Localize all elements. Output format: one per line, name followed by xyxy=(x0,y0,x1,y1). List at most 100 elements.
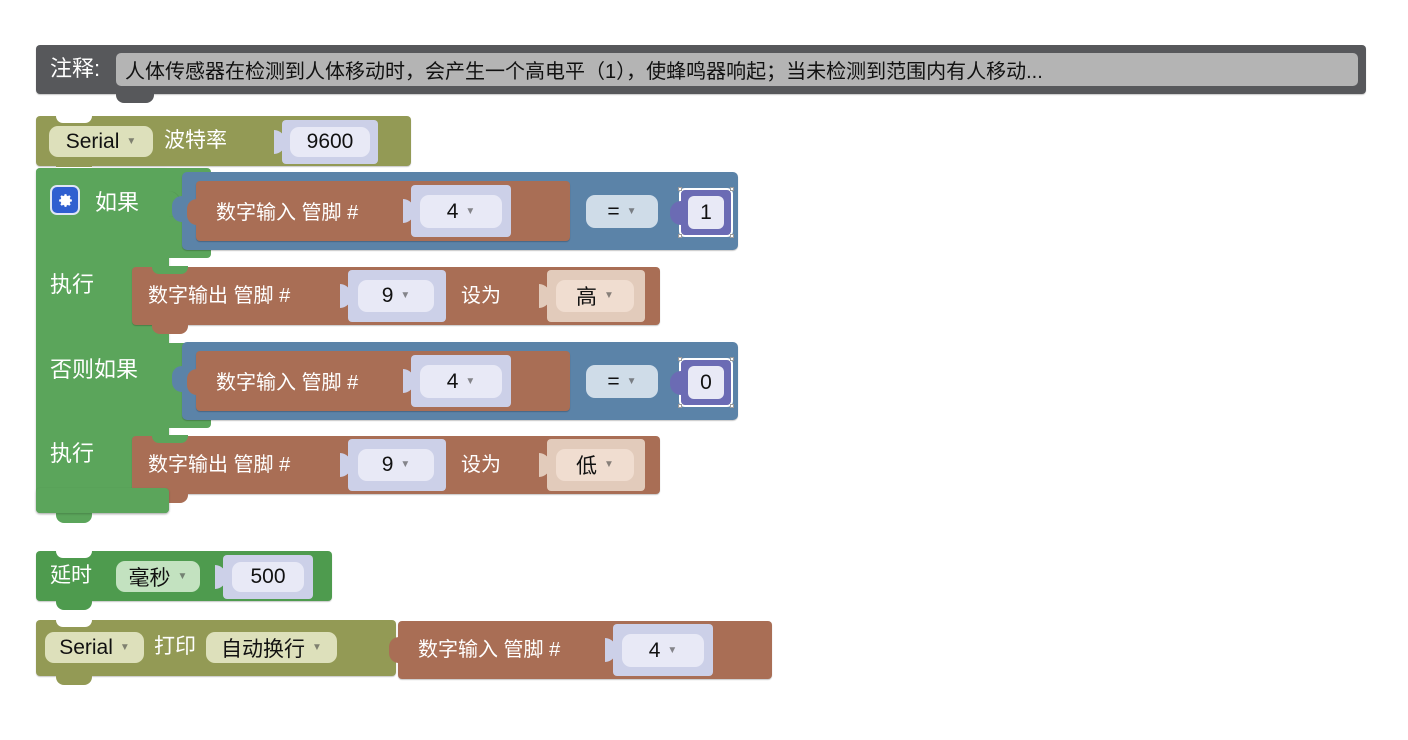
chevron-down-icon: ▼ xyxy=(465,205,476,217)
if-block-foot xyxy=(36,488,169,513)
digital-read-3-pin-plug xyxy=(605,638,616,662)
selection-handle xyxy=(678,357,682,361)
delay-top-notch xyxy=(56,550,92,558)
chevron-down-icon: ▼ xyxy=(400,459,411,470)
digital-write-2-top-notch xyxy=(152,435,188,443)
digital-write-block-1[interactable]: 数字输出 管脚 # 9 ▼ 设为 高 ▼ xyxy=(132,266,660,334)
digital-read-block-3[interactable]: 数字输入 管脚 # 4 ▼ xyxy=(389,621,772,679)
if-block-bottom-notch xyxy=(56,513,92,523)
digital-read-1-pin-value: 4 xyxy=(446,199,459,223)
baud-value-field[interactable]: 9600 xyxy=(290,127,370,157)
number-1-output-plug xyxy=(670,201,682,225)
digital-write-1-label: 数字输出 管脚 # xyxy=(148,285,291,307)
digital-read-1-label: 数字输入 管脚 # xyxy=(216,202,359,224)
selection-handle xyxy=(730,357,734,361)
digital-read-3-pin-dropdown[interactable]: 4 ▼ xyxy=(622,634,704,667)
elseif-label: 否则如果 xyxy=(50,357,139,382)
comment-text-field[interactable]: 人体传感器在检测到人体移动时，会产生一个高电平（1），使蜂鸣器响起；当未检测到范… xyxy=(116,53,1358,86)
digital-write-1-state-dropdown[interactable]: 高 ▼ xyxy=(556,280,634,312)
digital-write-2-pin-dropdown[interactable]: 9 ▼ xyxy=(358,449,434,481)
digital-write-block-2[interactable]: 数字输出 管脚 # 9 ▼ 设为 低 ▼ xyxy=(132,435,660,503)
digital-write-1-bottom-notch xyxy=(152,325,188,334)
gear-icon[interactable] xyxy=(50,185,80,215)
selection-handle xyxy=(730,234,734,238)
chevron-down-icon: ▼ xyxy=(604,290,614,301)
digital-read-block-1[interactable]: 数字输入 管脚 # 4 ▼ xyxy=(187,181,570,241)
serial-print-top-notch xyxy=(56,619,92,627)
comment-label: 注释: xyxy=(50,56,101,81)
digital-read-3-output-plug xyxy=(389,637,399,663)
number-2-value-field[interactable]: 0 xyxy=(688,366,724,399)
do-label-2: 执行 xyxy=(50,441,95,466)
delay-unit-value: 毫秒 xyxy=(128,566,171,590)
comment-block[interactable]: 注释: 人体传感器在检测到人体移动时，会产生一个高电平（1），使蜂鸣器响起；当未… xyxy=(36,45,1366,103)
serial-port-dropdown[interactable]: Serial ▼ xyxy=(49,126,153,157)
selection-handle xyxy=(678,187,682,191)
comparison-block-2[interactable]: 数字输入 管脚 # 4 ▼ = ▼ 0 xyxy=(172,342,738,420)
comparison-2-operator-dropdown[interactable]: = ▼ xyxy=(586,365,658,398)
digital-write-2-label: 数字输出 管脚 # xyxy=(148,454,291,476)
chevron-down-icon: ▼ xyxy=(400,290,411,301)
comparison-1-operator-dropdown[interactable]: = ▼ xyxy=(586,195,658,228)
number-block-2[interactable]: 0 xyxy=(670,357,734,408)
selection-handle xyxy=(678,404,682,408)
delay-value-field[interactable]: 500 xyxy=(232,562,304,592)
digital-read-2-pin-plug xyxy=(403,369,414,393)
if-label: 如果 xyxy=(95,190,140,215)
number-1-value-field[interactable]: 1 xyxy=(688,196,724,229)
serial-begin-block[interactable]: Serial ▼ 波特率 9600 xyxy=(36,115,411,175)
delay-bottom-notch xyxy=(56,601,92,610)
digital-write-2-state-value: 低 xyxy=(576,455,598,478)
serial-print-block[interactable]: Serial ▼ 打印 自动换行 ▼ xyxy=(36,619,396,685)
delay-block[interactable]: 延时 毫秒 ▼ 500 xyxy=(36,550,332,610)
digital-read-1-pin-dropdown[interactable]: 4 ▼ xyxy=(420,195,502,228)
set-label-2: 设为 xyxy=(461,454,501,476)
digital-write-2-state-plug xyxy=(539,453,550,477)
digital-read-1-pin-plug xyxy=(403,199,414,223)
chevron-down-icon: ▼ xyxy=(667,644,678,656)
digital-read-2-pin-dropdown[interactable]: 4 ▼ xyxy=(420,365,502,398)
digital-write-2-state-dropdown[interactable]: 低 ▼ xyxy=(556,449,634,481)
digital-write-1-pin-dropdown[interactable]: 9 ▼ xyxy=(358,280,434,312)
number-block-1[interactable]: 1 xyxy=(670,187,734,238)
serial-print-mode-dropdown[interactable]: 自动换行 ▼ xyxy=(206,632,337,663)
baud-input-plug xyxy=(274,130,285,154)
comparison-2-output-plug xyxy=(172,366,183,392)
digital-write-1-top-notch xyxy=(152,266,188,274)
chevron-down-icon: ▼ xyxy=(126,135,137,147)
chevron-down-icon: ▼ xyxy=(177,570,188,582)
comparison-1-output-plug xyxy=(172,196,183,222)
comparison-block-1[interactable]: 数字输入 管脚 # 4 ▼ = ▼ 1 xyxy=(172,172,738,250)
chevron-down-icon: ▼ xyxy=(626,205,637,217)
serial-print-mode-value: 自动换行 xyxy=(221,637,306,661)
delay-unit-dropdown[interactable]: 毫秒 ▼ xyxy=(116,561,200,592)
selection-handle xyxy=(730,404,734,408)
digital-write-1-state-plug xyxy=(539,284,550,308)
digital-write-1-pin-value: 9 xyxy=(381,284,394,307)
serial-begin-top-notch xyxy=(56,115,92,123)
digital-write-2-pin-value: 9 xyxy=(381,453,394,476)
delay-label: 延时 xyxy=(50,564,92,587)
print-label: 打印 xyxy=(154,635,196,658)
digital-read-3-label: 数字输入 管脚 # xyxy=(418,639,561,661)
serial-print-port-value: Serial xyxy=(59,635,113,659)
chevron-down-icon: ▼ xyxy=(312,641,322,653)
digital-read-2-label: 数字输入 管脚 # xyxy=(216,372,359,394)
digital-write-1-state-value: 高 xyxy=(576,286,598,309)
digital-read-2-pin-value: 4 xyxy=(446,369,459,393)
comparison-2-operator-value: = xyxy=(607,369,620,393)
digital-read-3-pin-value: 4 xyxy=(648,638,661,662)
digital-read-block-2[interactable]: 数字输入 管脚 # 4 ▼ xyxy=(187,351,570,411)
chevron-down-icon: ▼ xyxy=(626,375,637,387)
serial-print-bottom-notch xyxy=(56,676,92,685)
set-label-1: 设为 xyxy=(461,285,501,307)
chevron-down-icon: ▼ xyxy=(119,641,130,653)
serial-print-port-dropdown[interactable]: Serial ▼ xyxy=(45,632,144,663)
digital-write-1-pin-plug xyxy=(340,284,351,308)
do-label-1: 执行 xyxy=(50,272,95,297)
digital-write-2-pin-plug xyxy=(340,453,351,477)
digital-read-2-output-plug xyxy=(187,369,197,395)
comment-bottom-notch xyxy=(116,93,154,103)
serial-port-value: Serial xyxy=(65,129,120,153)
